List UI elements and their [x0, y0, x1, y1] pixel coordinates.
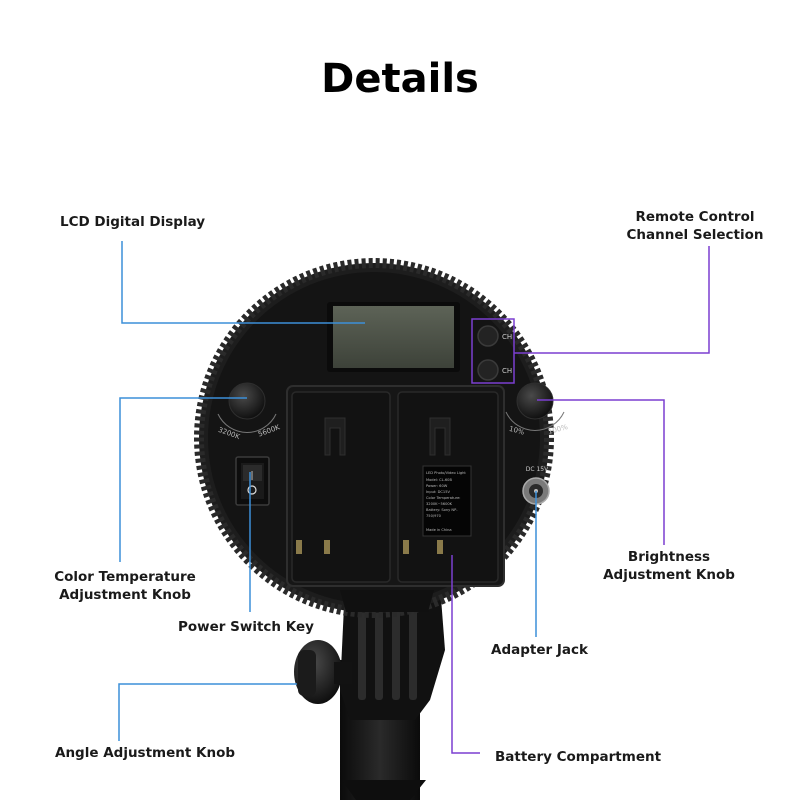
ch-label-1: CH [502, 333, 512, 341]
switch-off-mark [247, 485, 257, 495]
color-temp-callout-line2: Adjustment Knob [59, 587, 191, 603]
leader-brightness [537, 399, 665, 545]
leader-color-temp [119, 397, 247, 562]
battery-compartment: LED Photo/Video Light Model: CL-60B Powe… [286, 385, 505, 587]
spec-label-text: LED Photo/Video Light Model: CL-60B Powe… [426, 471, 466, 532]
spec-line: Made in China [426, 528, 452, 532]
battery-callout: Battery Compartment [495, 749, 662, 765]
spec-line: 3200K~5600K [426, 502, 453, 506]
spec-line: Input: DC15V [426, 490, 451, 494]
dc-label: DC 15V [526, 466, 549, 473]
leader-lines-purple [451, 246, 710, 754]
ch-label-2: CH [502, 367, 512, 375]
page-title: Details [321, 56, 479, 102]
leader-remote [514, 246, 710, 354]
power-switch: | [235, 456, 270, 506]
brightness-knob: 10% 100% [505, 382, 569, 437]
switch-on-mark: | [250, 471, 253, 481]
lcd-callout: LCD Digital Display [60, 214, 206, 230]
remote-callout-line1: Remote Control [635, 209, 755, 225]
leader-lcd [121, 241, 365, 324]
spec-line: 750/970 [426, 514, 442, 518]
power-callout: Power Switch Key [178, 619, 314, 635]
leader-lines-blue [118, 241, 537, 741]
remote-callout-line2: Channel Selection [626, 227, 764, 243]
leader-battery [451, 555, 480, 754]
spec-line: LED Photo/Video Light [426, 471, 466, 475]
bright-min-label: 10% [508, 425, 525, 437]
stand-mount [340, 585, 445, 800]
color-temp-callout-line1: Color Temperature [54, 569, 196, 585]
lcd-display [327, 302, 460, 372]
adapter-callout: Adapter Jack [491, 642, 588, 658]
spec-line: Model: CL-60B [426, 478, 452, 482]
angle-adjustment-knob-part [294, 640, 352, 704]
brightness-callout-line2: Adjustment Knob [603, 567, 735, 583]
color-temp-callout: Color Temperature Adjustment Knob [40, 568, 210, 604]
remote-callout: Remote Control Channel Selection [610, 208, 780, 244]
spec-line: Color Temperature: [426, 496, 461, 500]
brightness-callout-line1: Brightness [627, 549, 711, 565]
leader-angle [118, 683, 297, 741]
angle-callout: Angle Adjustment Knob [55, 745, 236, 761]
spec-line: Power: 60W [426, 484, 448, 488]
ch-highlight-box [471, 318, 515, 384]
channel-buttons: CH CH [477, 325, 512, 381]
spec-line: Battery: Sony NP- [426, 508, 458, 512]
brightness-callout: Brightness Adjustment Knob [588, 548, 750, 584]
